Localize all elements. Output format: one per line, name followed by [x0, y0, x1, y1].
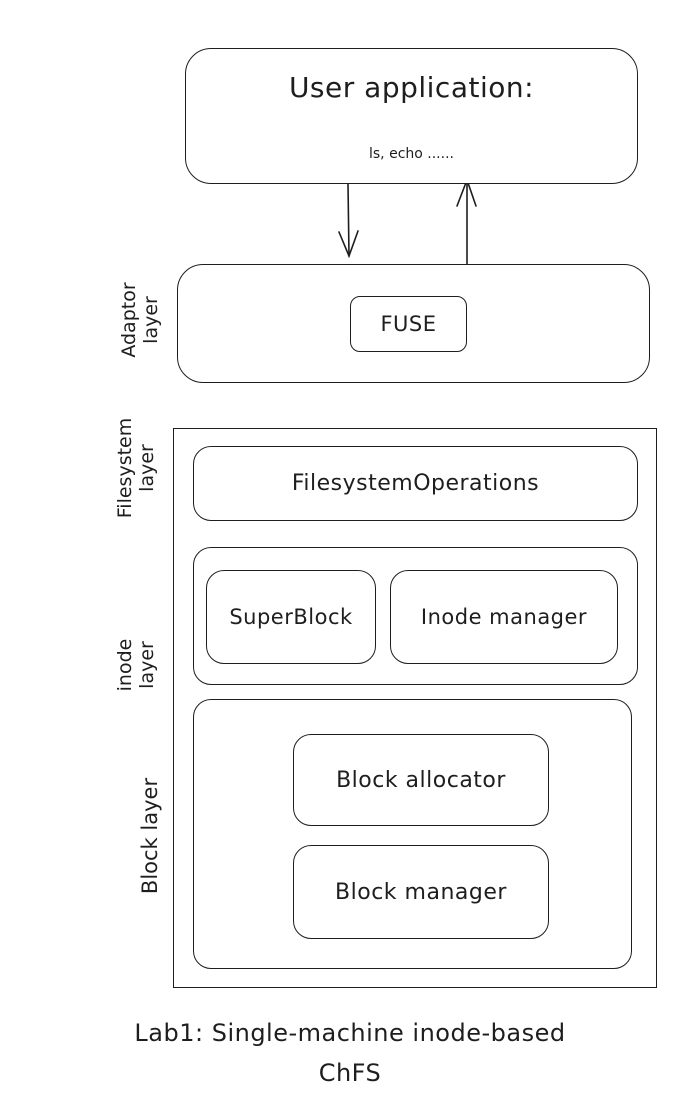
inode-layer-label-line1: inode	[114, 638, 136, 692]
block-layer-label-text: Block layer	[138, 777, 162, 895]
inode-manager-box: Inode manager	[390, 570, 618, 664]
superblock-label: SuperBlock	[229, 605, 353, 629]
fuse-box: FUSE	[350, 296, 467, 352]
filesystem-operations-box: FilesystemOperations	[193, 446, 638, 521]
up-arrow	[456, 177, 477, 265]
block-manager-box: Block manager	[293, 845, 549, 939]
filesystem-operations-label: FilesystemOperations	[291, 471, 540, 496]
fuse-label: FUSE	[380, 312, 437, 336]
inode-layer-label: inode layer	[114, 639, 158, 692]
diagram-caption-line1: Lab1: Single-machine inode-based	[134, 1019, 566, 1047]
diagram-caption: Lab1: Single-machine inode-based ChFS	[0, 1013, 700, 1093]
filesystem-layer-label-line1: Filesystem	[114, 417, 136, 519]
user-application-box: User application: ls, echo ......	[185, 48, 638, 184]
superblock-box: SuperBlock	[206, 570, 376, 664]
block-allocator-label: Block allocator	[336, 767, 506, 793]
adaptor-layer-label: Adaptor layer	[118, 282, 162, 357]
adaptor-layer-label-line2: layer	[140, 296, 162, 344]
filesystem-layer-label-line2: layer	[136, 444, 158, 492]
block-layer-label: Block layer	[138, 777, 162, 895]
inode-layer-label-line2: layer	[136, 641, 158, 689]
user-application-title: User application:	[288, 71, 535, 104]
filesystem-layer-label: Filesystem layer	[114, 418, 158, 518]
block-allocator-box: Block allocator	[293, 734, 549, 826]
inode-manager-label: Inode manager	[420, 605, 588, 629]
down-arrow	[338, 183, 359, 259]
block-manager-label: Block manager	[335, 879, 507, 905]
adaptor-layer-label-line1: Adaptor	[118, 282, 140, 358]
diagram-caption-line2: ChFS	[318, 1059, 382, 1087]
user-application-subtitle: ls, echo ......	[369, 146, 454, 162]
